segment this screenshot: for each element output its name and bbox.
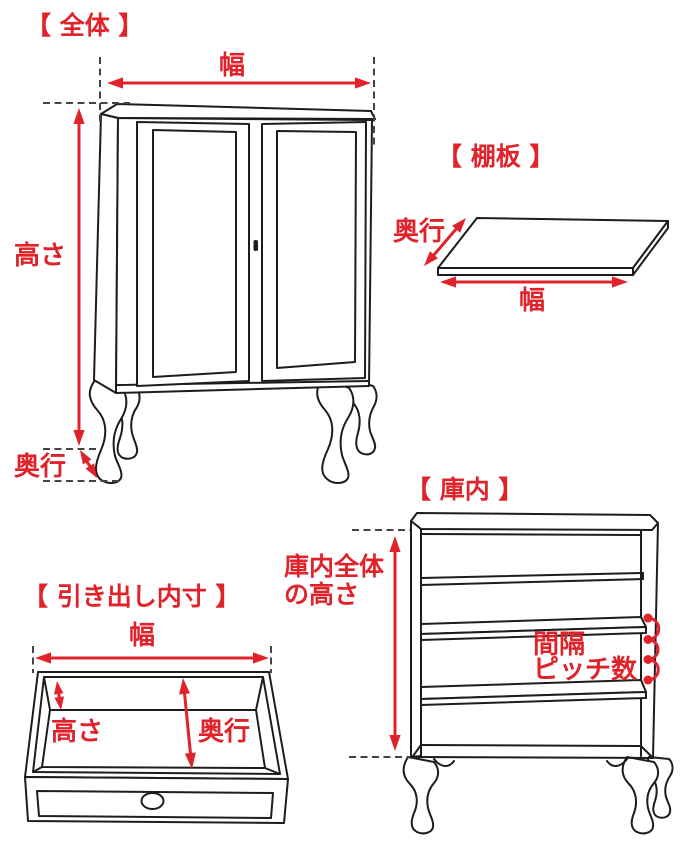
shelf-board-front-edge xyxy=(437,267,634,276)
cabinet-rear-right-leg xyxy=(347,379,378,456)
shelf-board-depth-label: 奥行 xyxy=(393,217,446,247)
shelf-pitch-bracket xyxy=(643,613,661,685)
shelf-front-thickness xyxy=(420,691,647,706)
drawer-width-label: 幅 xyxy=(129,621,156,651)
shelf-board-drawing xyxy=(437,217,669,276)
arrow-head xyxy=(54,696,64,710)
shelf-back-top-edge xyxy=(420,533,642,536)
cabinet-door-knob xyxy=(253,240,258,251)
overall-depth-label: 奥行 xyxy=(14,452,67,482)
overall-cabinet-drawing xyxy=(88,103,378,484)
shelf-bottom-outer-edge xyxy=(410,756,654,759)
pitch-arc xyxy=(647,658,660,682)
overall-height-arrow xyxy=(73,108,85,446)
overall-width-arrow xyxy=(107,77,371,89)
shelf-front-left-leg xyxy=(402,756,440,835)
shelf-front-edge xyxy=(420,572,644,579)
shelf-top-board xyxy=(410,512,659,531)
shelf-board-width-arrow xyxy=(440,276,628,288)
arrow-head xyxy=(80,450,92,465)
drawer-guide-lines xyxy=(32,646,272,673)
arrow-head xyxy=(612,276,628,288)
drawer-corner-edge xyxy=(255,676,264,711)
drawer-corner-edge xyxy=(43,676,51,711)
shelf-level-3 xyxy=(420,679,647,706)
shelf-board-depth-arrow xyxy=(424,218,466,266)
shelf-apron-curve xyxy=(433,758,455,767)
cabinet-front-left-leg xyxy=(88,378,128,484)
arrow-head xyxy=(440,276,456,288)
shelf-left-stile xyxy=(410,520,422,758)
arrow-head xyxy=(355,77,371,89)
drawer-width-arrow xyxy=(35,652,269,664)
drawer-front-face xyxy=(24,776,289,824)
interior-overall-height-label: 庫内全体 の高さ xyxy=(284,552,385,609)
interior-section-title: 【 庫内 】 xyxy=(406,475,524,504)
arrow-head xyxy=(73,430,85,446)
arrow-head xyxy=(73,108,85,124)
arrow-head xyxy=(424,251,438,266)
drawer-depth-label: 奥行 xyxy=(198,717,251,747)
drawer-height-label: 高さ xyxy=(51,717,104,747)
arrow-head xyxy=(184,752,196,769)
arrow-head xyxy=(85,463,97,478)
shelf-bottom-corner xyxy=(412,744,422,757)
interior-pitch-count-label: ピッチ数 xyxy=(533,655,638,685)
drawer-corner-edge xyxy=(264,767,281,775)
interior-guide-lines xyxy=(349,529,410,758)
shelf-apron-curve xyxy=(606,758,628,767)
overall-width-label: 幅 xyxy=(219,51,246,81)
interior-shelf-drawing xyxy=(402,512,674,835)
shelf-level-1 xyxy=(420,572,644,586)
drawer-section-title: 【 引き出し内寸 】 xyxy=(23,582,241,611)
shelf-level-2 xyxy=(420,616,647,641)
cabinet-front-right-leg xyxy=(316,377,355,484)
shelf-board-section-title: 【 棚板 】 xyxy=(437,142,555,171)
shelf-front-edge xyxy=(420,578,644,586)
arrow-head xyxy=(389,735,401,751)
cabinet-left-door-panel xyxy=(152,129,237,378)
shelf-board-top-face xyxy=(437,217,669,269)
drawer-height-arrow xyxy=(54,681,64,710)
drawer-knob xyxy=(140,792,165,810)
arrow-head xyxy=(54,681,64,695)
cabinet-left-side xyxy=(93,113,119,394)
shelf-front-thickness xyxy=(420,626,647,641)
overall-guide-lines xyxy=(43,57,375,482)
shelf-right-outer-edge xyxy=(652,522,659,759)
overall-depth-arrow xyxy=(80,450,97,478)
interior-spacing-label: 間隔 xyxy=(533,630,586,660)
drawer-front-panel xyxy=(36,790,274,819)
interior-height-arrow xyxy=(389,536,401,751)
arrow-shaft xyxy=(431,227,459,257)
overall-height-label: 高さ xyxy=(14,241,67,271)
drawer-corner-edge xyxy=(32,766,43,773)
arrow-head xyxy=(107,77,123,89)
drawer-drawing xyxy=(24,671,289,824)
arrow-shaft xyxy=(183,692,192,755)
shelf-front-right-leg xyxy=(621,756,660,835)
overall-section-title: 【 全体 】 xyxy=(26,11,144,40)
arrow-head xyxy=(35,652,51,664)
shelf-bottom-board-edge xyxy=(420,744,642,747)
drawer-depth-arrow xyxy=(179,678,196,769)
cabinet-top-board xyxy=(100,103,376,120)
shelf-board-right-edge xyxy=(632,220,669,276)
arrow-head xyxy=(452,218,466,233)
arrow-head xyxy=(179,678,190,695)
arrow-head xyxy=(389,536,401,552)
shelf-bottom-corner xyxy=(640,745,653,758)
cabinet-right-door-panel xyxy=(276,130,357,369)
arrow-head xyxy=(253,652,269,664)
shelf-board-width-label: 幅 xyxy=(519,286,546,316)
